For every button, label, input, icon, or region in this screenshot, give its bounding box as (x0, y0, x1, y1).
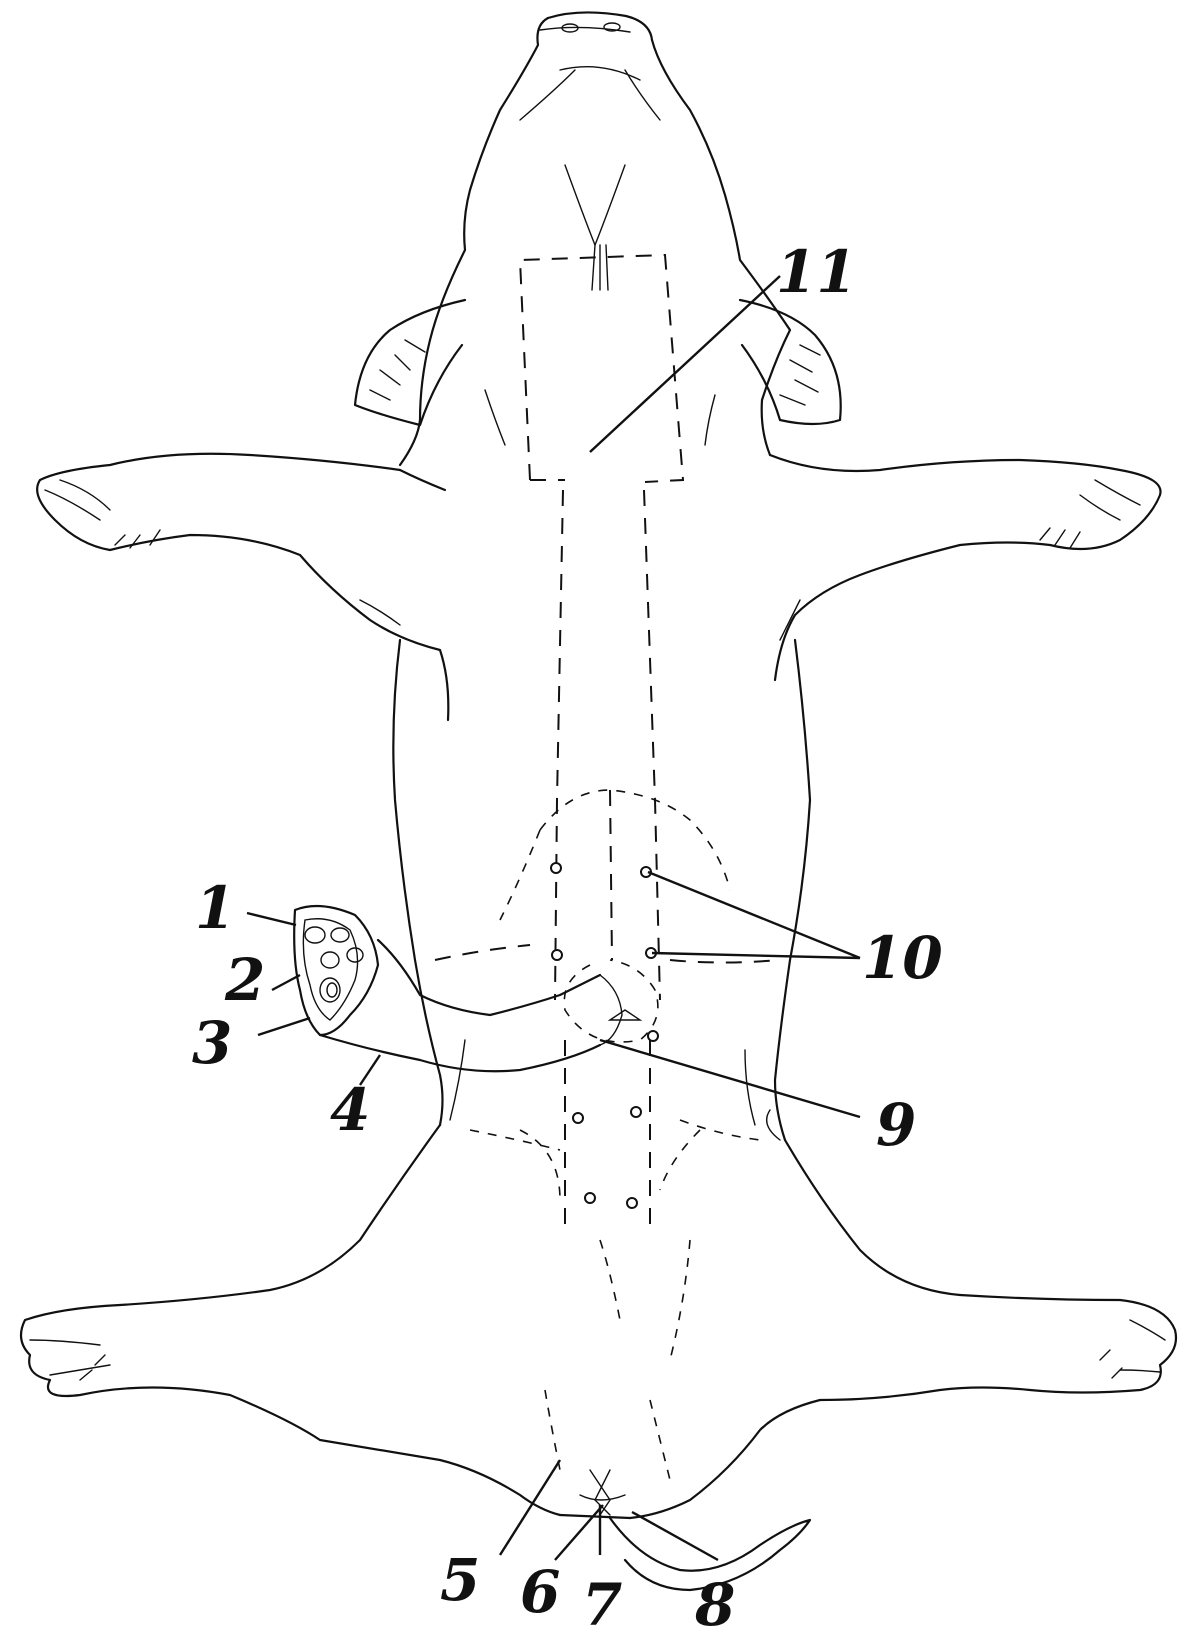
nipples (551, 863, 658, 1208)
right-hindlimb (630, 1140, 1176, 1518)
head-outline (400, 12, 790, 465)
label-3: 3 (192, 1009, 232, 1077)
right-forelimb (770, 455, 1161, 680)
label-10: 10 (862, 924, 943, 992)
left-ear (355, 300, 465, 425)
left-hindlimb (21, 1125, 560, 1515)
internal-dotted-outlines (470, 790, 760, 1480)
label-1: 1 (195, 874, 235, 942)
label-4: 4 (330, 1076, 370, 1144)
label-5: 5 (440, 1546, 480, 1614)
genital-region (580, 1470, 625, 1515)
label-2: 2 (224, 946, 265, 1014)
label-8: 8 (694, 1571, 735, 1635)
label-9: 9 (876, 1091, 916, 1159)
label-7: 7 (582, 1571, 622, 1635)
left-forelimb (37, 454, 448, 720)
incision-lines (435, 255, 780, 1230)
tissue-section-inset (294, 906, 640, 1071)
label-11: 11 (776, 238, 857, 306)
leader-lines (247, 276, 860, 1560)
torso-outline (393, 640, 810, 1140)
right-ear (740, 300, 841, 424)
label-6: 6 (520, 1558, 560, 1626)
